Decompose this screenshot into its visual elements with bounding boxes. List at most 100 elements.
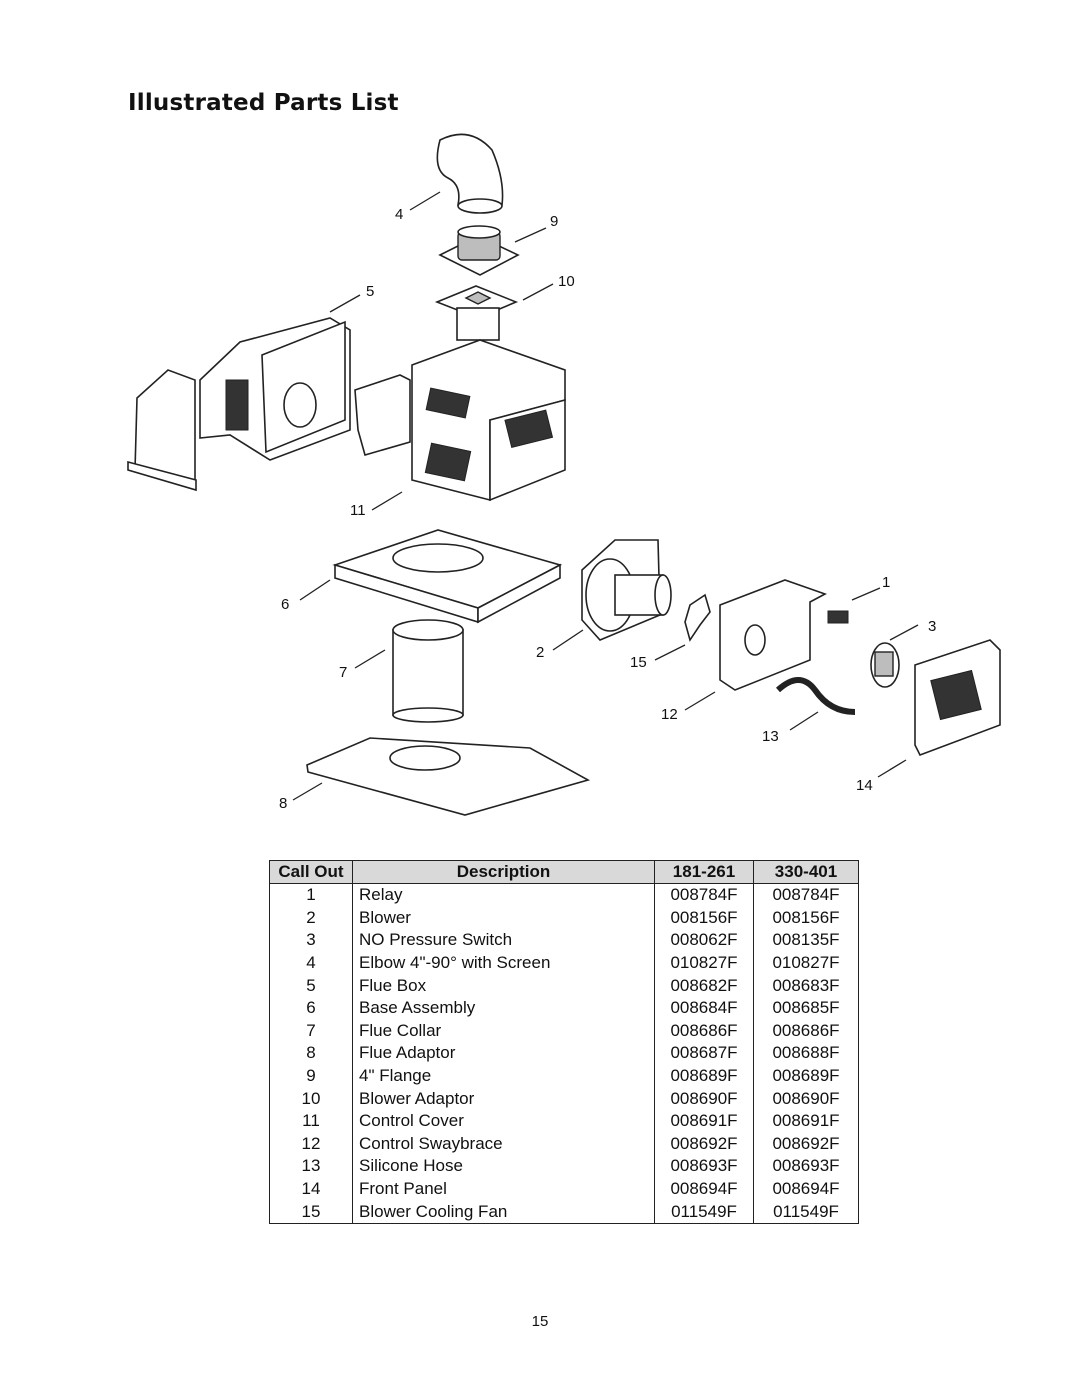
side-plate-part bbox=[134, 369, 196, 490]
callout-cell: 4 bbox=[269, 951, 353, 975]
pressure-switch-part bbox=[870, 642, 900, 688]
column-header-model-181-261: 181-261 bbox=[654, 860, 754, 884]
description-cell: Flue Collar bbox=[352, 1019, 655, 1043]
callout-cell: 8 bbox=[269, 1042, 353, 1065]
front-panel-part bbox=[914, 639, 1001, 757]
leader-lines bbox=[292, 191, 919, 801]
callout-label: 12 bbox=[661, 706, 678, 723]
part-number-181-261: 008691F bbox=[654, 1109, 754, 1133]
column-header-callout: Call Out bbox=[269, 860, 353, 884]
description-cell: Base Assembly bbox=[352, 996, 655, 1020]
callout-label: 15 bbox=[630, 654, 647, 671]
description-cell: Blower Adaptor bbox=[352, 1087, 655, 1110]
flue-box-part bbox=[199, 317, 351, 461]
part-number-330-401: 008693F bbox=[753, 1155, 859, 1178]
callout-label: 11 bbox=[350, 502, 366, 519]
description-cell: Blower bbox=[352, 906, 655, 930]
callout-label: 7 bbox=[339, 664, 347, 681]
elbow-part bbox=[436, 133, 504, 214]
part-number-181-261: 008689F bbox=[654, 1064, 754, 1088]
flue-collar-part bbox=[392, 619, 464, 723]
callout-cell: 12 bbox=[269, 1132, 353, 1156]
part-number-181-261: 008784F bbox=[654, 883, 754, 907]
part-number-330-401: 008694F bbox=[753, 1177, 859, 1201]
relay-part bbox=[827, 610, 849, 624]
part-number-330-401: 008156F bbox=[753, 906, 859, 930]
cooling-fan-part bbox=[684, 593, 711, 642]
callout-cell: 1 bbox=[269, 883, 353, 907]
callout-label: 3 bbox=[928, 618, 936, 635]
part-number-330-401: 008683F bbox=[753, 974, 859, 997]
description-cell: NO Pressure Switch bbox=[352, 929, 655, 952]
part-number-330-401: 008135F bbox=[753, 929, 859, 952]
side-plate-foot bbox=[127, 460, 197, 492]
part-number-181-261: 008693F bbox=[654, 1155, 754, 1178]
callout-label: 6 bbox=[281, 596, 289, 613]
description-cell: Control Swaybrace bbox=[352, 1132, 655, 1156]
callout-cell: 9 bbox=[269, 1064, 353, 1088]
description-cell: Flue Adaptor bbox=[352, 1042, 655, 1065]
callout-label: 9 bbox=[550, 213, 558, 230]
column-header-description: Description bbox=[352, 860, 655, 884]
blower-part bbox=[581, 539, 672, 641]
callout-cell: 13 bbox=[269, 1155, 353, 1178]
description-cell: Elbow 4"-90° with Screen bbox=[352, 951, 655, 975]
callout-cell: 2 bbox=[269, 906, 353, 930]
page-title: Illustrated Parts List bbox=[128, 90, 399, 116]
flange-part bbox=[438, 225, 520, 276]
part-number-330-401: 008688F bbox=[753, 1042, 859, 1065]
part-number-181-261: 008686F bbox=[654, 1019, 754, 1043]
bracket-plate-part bbox=[354, 374, 411, 456]
flue-adaptor-part bbox=[306, 737, 591, 816]
callout-cell: 6 bbox=[269, 996, 353, 1020]
part-number-181-261: 008687F bbox=[654, 1042, 754, 1065]
base-assembly-part bbox=[332, 529, 563, 624]
part-number-181-261: 008692F bbox=[654, 1132, 754, 1156]
description-cell: Relay bbox=[352, 883, 655, 907]
blower-adaptor-part bbox=[434, 285, 519, 341]
part-number-330-401: 010827F bbox=[753, 951, 859, 975]
callout-label: 5 bbox=[366, 283, 374, 300]
callout-label: 4 bbox=[395, 206, 403, 223]
part-number-181-261: 008694F bbox=[654, 1177, 754, 1201]
part-number-330-401: 008685F bbox=[753, 996, 859, 1020]
description-cell: Front Panel bbox=[352, 1177, 655, 1201]
table-header-row: Call Out Description 181-261 330-401 bbox=[269, 860, 859, 884]
description-cell: Silicone Hose bbox=[352, 1155, 655, 1178]
control-cover-part bbox=[411, 339, 566, 502]
part-number-330-401: 008689F bbox=[753, 1064, 859, 1088]
description-cell: 4" Flange bbox=[352, 1064, 655, 1088]
part-number-181-261: 008690F bbox=[654, 1087, 754, 1110]
part-number-181-261: 011549F bbox=[654, 1200, 754, 1224]
part-number-181-261: 008682F bbox=[654, 974, 754, 997]
exploded-parts-diagram: 1 2 3 4 5 6 7 8 9 10 11 12 13 14 15 bbox=[127, 133, 1001, 816]
callout-label: 13 bbox=[762, 728, 779, 745]
callout-label: 8 bbox=[279, 795, 287, 812]
part-number-181-261: 008156F bbox=[654, 906, 754, 930]
part-number-330-401: 008784F bbox=[753, 883, 859, 907]
part-number-181-261: 008684F bbox=[654, 996, 754, 1020]
description-cell: Control Cover bbox=[352, 1109, 655, 1133]
callout-cell: 5 bbox=[269, 974, 353, 997]
part-number-330-401: 008686F bbox=[753, 1019, 859, 1043]
part-number-330-401: 008691F bbox=[753, 1109, 859, 1133]
callout-label: 14 bbox=[856, 777, 873, 794]
page-number: 15 bbox=[531, 1313, 549, 1330]
callout-cell: 7 bbox=[269, 1019, 353, 1043]
silicone-hose-part bbox=[775, 677, 856, 715]
callout-cell: 14 bbox=[269, 1177, 353, 1201]
description-cell: Blower Cooling Fan bbox=[352, 1200, 655, 1224]
